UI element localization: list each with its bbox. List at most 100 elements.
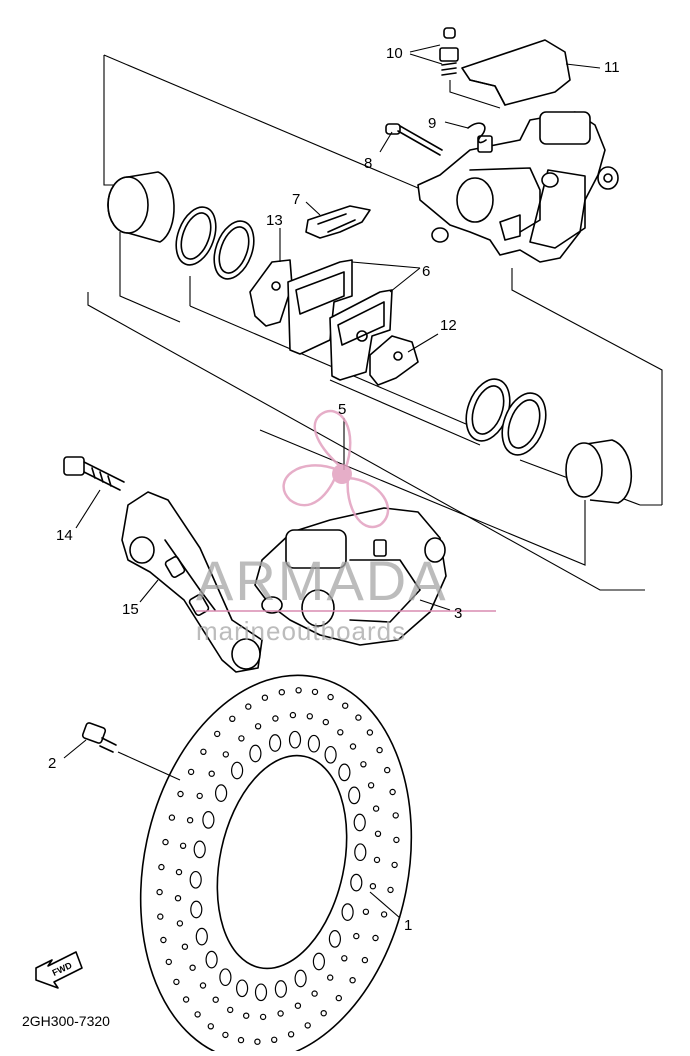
disc-hole xyxy=(272,715,279,722)
callout-10: 10 xyxy=(386,45,403,62)
pad-shim xyxy=(249,259,293,327)
disc-hole xyxy=(189,964,196,971)
disc-hole xyxy=(362,908,370,916)
disc-hole xyxy=(269,734,282,752)
disc-hole xyxy=(353,932,360,940)
disc-hole xyxy=(245,703,252,710)
watermark-logo xyxy=(282,409,390,529)
disc-hole xyxy=(259,1013,267,1021)
disc-hole xyxy=(354,843,367,862)
disc-hole xyxy=(173,978,180,986)
disc-hole xyxy=(294,1002,302,1009)
watermark-tagline: marineoutboards xyxy=(196,616,406,646)
pad-shim-right xyxy=(369,335,419,386)
caliper-bracket xyxy=(121,491,263,673)
disc-hole xyxy=(384,766,391,774)
disc-hole xyxy=(328,930,341,948)
callout-15: 15 xyxy=(122,601,139,618)
disc-hole xyxy=(160,936,167,944)
disc-hole xyxy=(261,694,269,701)
disc-hole xyxy=(311,990,318,997)
disc-hole xyxy=(304,1022,311,1029)
disc-hole xyxy=(393,836,400,844)
disc-hole xyxy=(288,730,302,749)
disc-hole xyxy=(322,718,329,726)
disc-hole xyxy=(391,861,398,869)
disc-hole xyxy=(238,735,245,742)
disc-hole xyxy=(165,958,172,966)
retaining-clip xyxy=(467,122,487,144)
leader-lines xyxy=(63,44,601,919)
brake-pad-left xyxy=(287,259,353,355)
disc-hole xyxy=(254,1038,261,1045)
callout-2: 2 xyxy=(48,755,56,772)
disc-hole xyxy=(181,943,189,950)
lower-seals xyxy=(465,378,547,456)
disc-hole xyxy=(187,768,195,776)
disc-hole xyxy=(353,813,366,832)
disc-hole xyxy=(215,784,228,802)
bleed-cover xyxy=(461,39,571,106)
disc-hole xyxy=(366,729,374,736)
upper-caliper-body xyxy=(417,111,619,263)
disc-hole xyxy=(374,830,382,838)
lower-piston xyxy=(565,439,632,504)
disc-hole xyxy=(327,693,334,701)
disc-hole xyxy=(389,788,396,796)
disc-hole xyxy=(372,805,380,812)
disc-hole xyxy=(349,977,356,984)
disc-hole xyxy=(196,792,203,800)
disc-hole xyxy=(306,713,313,720)
callout-numbers: 1 2 3 5 6 7 8 9 10 11 12 13 14 15 xyxy=(48,45,620,934)
disc-hole xyxy=(205,950,218,969)
disc-hole xyxy=(342,702,349,709)
disc-hole xyxy=(360,761,367,768)
disc-hole xyxy=(174,895,182,902)
disc-hole xyxy=(202,811,215,829)
disc-hole xyxy=(387,886,394,894)
disc-hole xyxy=(186,817,194,824)
disc-hole xyxy=(213,730,221,738)
disc-hole xyxy=(355,714,362,721)
disc-hole xyxy=(350,873,363,892)
disc-hole xyxy=(199,982,207,989)
disc-hole xyxy=(254,723,262,730)
disc-hole xyxy=(222,751,229,758)
part-code: 2GH300-7320 xyxy=(22,1013,110,1029)
pad-pin xyxy=(385,123,443,156)
disc-hole xyxy=(392,812,399,819)
callout-14: 14 xyxy=(56,527,73,544)
callout-11: 11 xyxy=(604,59,620,76)
disc-hole xyxy=(222,1031,229,1039)
disc-hole xyxy=(190,900,203,919)
disc-hole xyxy=(177,790,184,798)
disc-hole xyxy=(236,979,249,998)
callout-7: 7 xyxy=(292,191,300,208)
brake-pad-right xyxy=(329,289,393,381)
disc-hole xyxy=(157,913,164,920)
disc-hole xyxy=(324,745,337,764)
callout-3: 3 xyxy=(454,605,462,622)
disc-hole xyxy=(327,974,334,981)
disc-hole xyxy=(376,746,383,754)
disc-hole xyxy=(237,1036,245,1044)
disc-hole xyxy=(369,883,377,890)
disc-drill-holes xyxy=(156,687,400,1045)
disc-hole xyxy=(179,842,187,850)
disc-hole xyxy=(193,840,206,859)
callout-9: 9 xyxy=(428,115,436,132)
disc-hole xyxy=(158,863,165,871)
disc-hole xyxy=(231,761,244,780)
disc-hole xyxy=(194,1011,201,1018)
callout-5: 5 xyxy=(338,401,346,418)
callout-1: 1 xyxy=(404,917,412,934)
disc-hole xyxy=(320,1010,327,1017)
callout-13: 13 xyxy=(266,212,283,229)
disc-hole xyxy=(312,952,325,971)
disc-hole xyxy=(182,996,190,1003)
disc-hole xyxy=(200,748,207,756)
disc-hole xyxy=(289,711,297,719)
disc-hole xyxy=(277,1010,284,1017)
